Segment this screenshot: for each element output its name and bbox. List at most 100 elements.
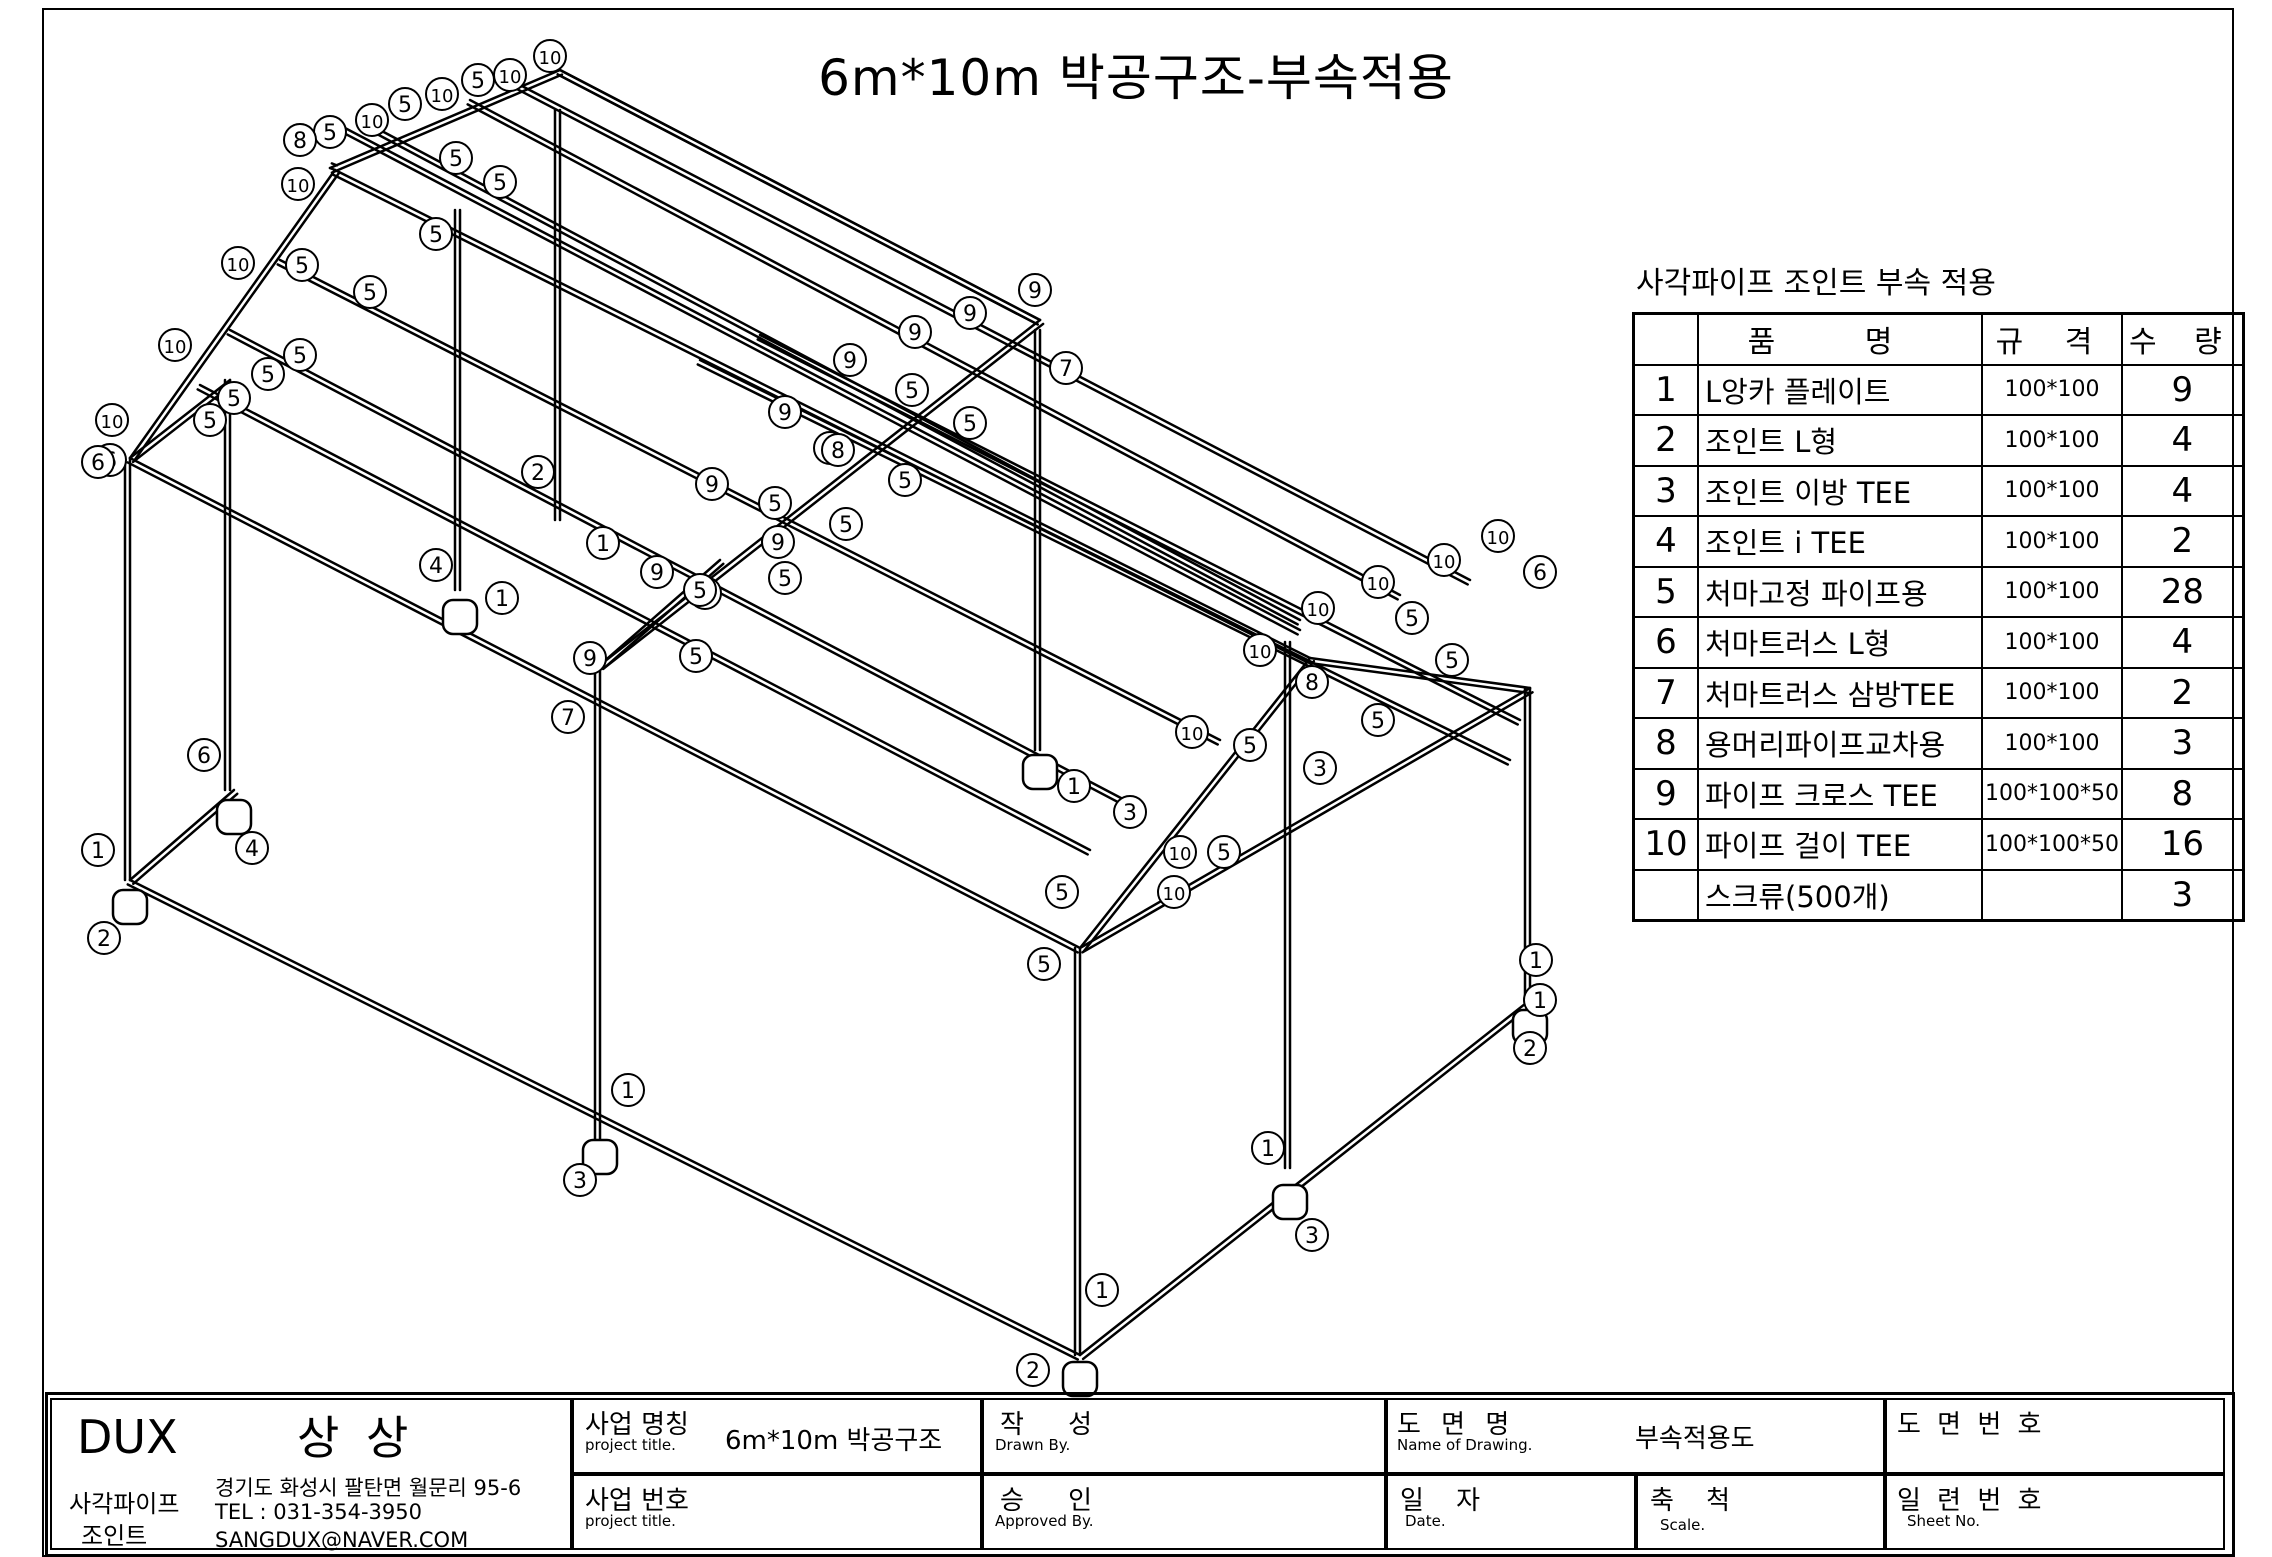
callout-number: 5 — [227, 387, 241, 412]
frame-pipe — [466, 103, 1399, 601]
part-callout: 9 — [761, 525, 795, 559]
scale-sub: Scale. — [1660, 1516, 1706, 1534]
part-spec: 100*100 — [1981, 363, 2123, 416]
callout-number: 10 — [1433, 552, 1456, 573]
drawing-no-label: 도 면 번 호 — [1897, 1410, 2046, 1440]
approved-label: 승 인 — [1000, 1486, 1111, 1516]
callout-number: 5 — [429, 223, 443, 248]
callout-number: 5 — [471, 69, 485, 94]
frame-pipe — [756, 338, 1519, 726]
anchor-foot — [1271, 1183, 1309, 1221]
company-email: SANGDUX@NAVER.COM — [215, 1528, 469, 1552]
part-callout: 7 — [551, 700, 585, 734]
part-callout: 8 — [1295, 665, 1329, 699]
part-callout: 5 — [419, 217, 453, 251]
callout-number: 3 — [573, 1169, 587, 1194]
callout-number: 10 — [1307, 600, 1330, 621]
part-callout: 2 — [521, 455, 555, 489]
callout-number: 10 — [287, 176, 310, 197]
part-callout: 5 — [953, 406, 987, 440]
part-callout: 5 — [285, 248, 319, 282]
frame-pipe — [1081, 1002, 1535, 1361]
callout-number: 5 — [898, 469, 912, 494]
part-callout: 9 — [768, 395, 802, 429]
project-no-cell — [572, 1474, 982, 1550]
frame-pipe — [132, 171, 341, 463]
callout-number: 5 — [1037, 953, 1051, 978]
part-no: 1 — [1632, 363, 1699, 416]
part-callout: 5 — [1395, 601, 1429, 635]
frame-pipe — [698, 358, 1512, 762]
part-qty: 3 — [2120, 717, 2245, 770]
anchor-foot — [1021, 753, 1059, 791]
drawing-no-cell — [1885, 1398, 2225, 1474]
callout-number: 3 — [1305, 1224, 1319, 1249]
part-callout: 2 — [1513, 1031, 1547, 1065]
part-no — [1632, 868, 1699, 922]
anchor-foot — [441, 598, 479, 636]
frame-pipe — [333, 168, 1312, 660]
part-callout: 4 — [419, 548, 453, 582]
callout-number: 9 — [1028, 279, 1042, 304]
parts-table-caption: 사각파이프 조인트 부속 적용 — [1636, 266, 1996, 301]
header-spec: 규 격 — [1981, 312, 2123, 366]
scale-label: 축 척 — [1650, 1486, 1743, 1516]
frame-pipe — [558, 68, 1042, 322]
frame-pipe — [330, 73, 564, 174]
callout-number: 9 — [963, 302, 977, 327]
part-callout: 5 — [683, 573, 717, 607]
part-name: 파이프 걸이 TEE — [1697, 818, 1983, 871]
frame-pipe — [758, 333, 1522, 722]
part-no: 9 — [1632, 767, 1699, 820]
part-no: 2 — [1632, 414, 1699, 467]
header-no — [1632, 312, 1699, 366]
part-callout: 5 — [829, 507, 863, 541]
part-name: 조인트 i TEE — [1697, 515, 1983, 568]
frame-pipe — [128, 168, 337, 460]
part-qty: 3 — [2120, 868, 2245, 922]
header-qty: 수 량 — [2120, 312, 2245, 366]
callout-number: 5 — [1405, 607, 1419, 632]
part-callout: 5 — [217, 381, 251, 415]
part-spec: 100*100 — [1981, 414, 2123, 467]
anchor-foot — [1061, 1360, 1099, 1398]
frame-pipe — [278, 258, 1222, 742]
frame-pipe — [518, 83, 1472, 582]
sheet-no-label: 일 련 번 호 — [1897, 1486, 2046, 1516]
callout-number: 9 — [583, 647, 597, 672]
part-qty: 2 — [2120, 515, 2245, 568]
part-callout: 3 — [1303, 751, 1337, 785]
date-label: 일 자 — [1400, 1486, 1493, 1516]
part-callout: 9 — [833, 343, 867, 377]
part-callout: 9 — [953, 296, 987, 330]
callout-number: 8 — [1305, 671, 1319, 696]
part-callout: 7 — [1049, 351, 1083, 385]
callout-number: 5 — [839, 513, 853, 538]
part-callout: 6 — [81, 445, 115, 479]
part-callout: 6 — [187, 738, 221, 772]
part-callout: 10 — [533, 39, 567, 73]
part-callout: 5 — [483, 165, 517, 199]
part-callout: 10 — [95, 403, 129, 437]
part-callout: 3 — [1295, 1218, 1329, 1252]
part-spec: 100*100 — [1981, 515, 2123, 568]
callout-number: 6 — [197, 744, 211, 769]
part-callout: 1 — [81, 833, 115, 867]
part-name: 스크류(500개) — [1697, 868, 1983, 922]
part-callout: 5 — [283, 338, 317, 372]
part-name: L앙카 플레이트 — [1697, 363, 1983, 416]
part-callout: 1 — [485, 581, 519, 615]
callout-number: 9 — [650, 561, 664, 586]
callout-number: 3 — [1313, 757, 1327, 782]
part-callout: 1 — [1057, 769, 1091, 803]
part-callout: 1 — [1523, 983, 1557, 1017]
callout-number: 5 — [398, 93, 412, 118]
callout-number: 5 — [693, 579, 707, 604]
callout-number: 5 — [905, 379, 919, 404]
project-name-cell — [572, 1398, 982, 1474]
approved-sub: Approved By. — [995, 1512, 1094, 1530]
callout-number: 10 — [361, 112, 384, 133]
